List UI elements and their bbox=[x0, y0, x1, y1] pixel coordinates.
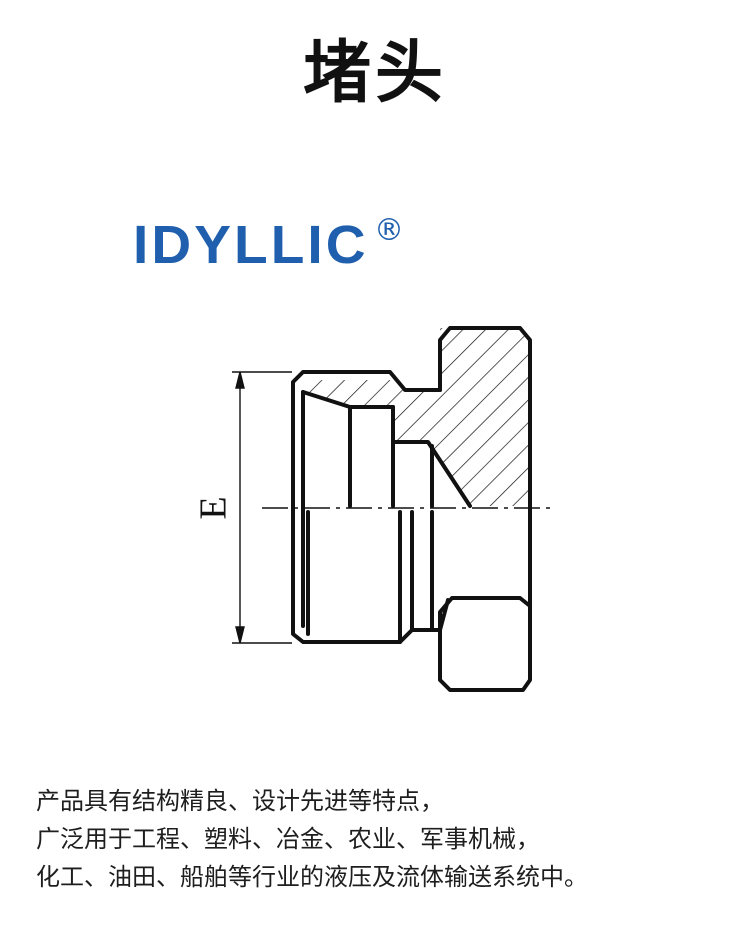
hatched-section bbox=[303, 328, 530, 506]
dimension-label: E bbox=[193, 496, 235, 519]
dimension-e bbox=[232, 371, 292, 644]
page-title: 堵头 bbox=[302, 34, 447, 113]
brand-name: IDYLLIC bbox=[133, 215, 369, 275]
product-description: 产品具有结构精良、设计先进等特点， 广泛用于工程、塑料、冶金、农业、军事机械， … bbox=[36, 782, 726, 896]
brand-logo: IDYLLIC ® bbox=[133, 213, 404, 275]
description-line: 广泛用于工程、塑料、冶金、农业、军事机械， bbox=[36, 825, 540, 853]
plug-outline bbox=[291, 326, 532, 692]
description-line: 产品具有结构精良、设计先进等特点， bbox=[36, 787, 444, 815]
description-line: 化工、油田、船舶等行业的液压及流体输送系统中。 bbox=[36, 863, 588, 891]
registered-mark: ® bbox=[374, 213, 404, 248]
